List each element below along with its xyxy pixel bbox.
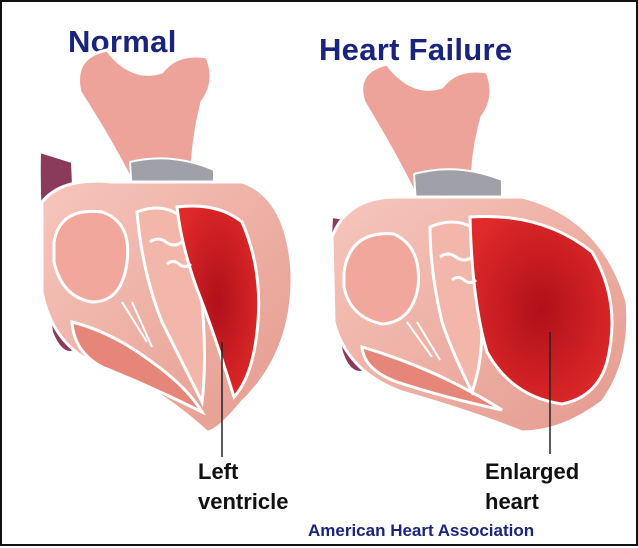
left-ventricle-label-line1: Left [198,457,289,487]
enlarged-heart-label-line1: Enlarged [485,457,579,487]
left-ventricle-label-line2: ventricle [198,487,289,517]
normal-heart [40,50,292,457]
enlarged-heart-label-line2: heart [485,487,579,517]
enlarged-heart-label: Enlarged heart [485,457,579,517]
right-atrium [54,211,128,302]
right-atrium [344,234,419,324]
left-ventricle-label: Left ventricle [198,457,289,517]
source-credit: American Heart Association [308,521,534,541]
failure-heart [331,64,628,454]
